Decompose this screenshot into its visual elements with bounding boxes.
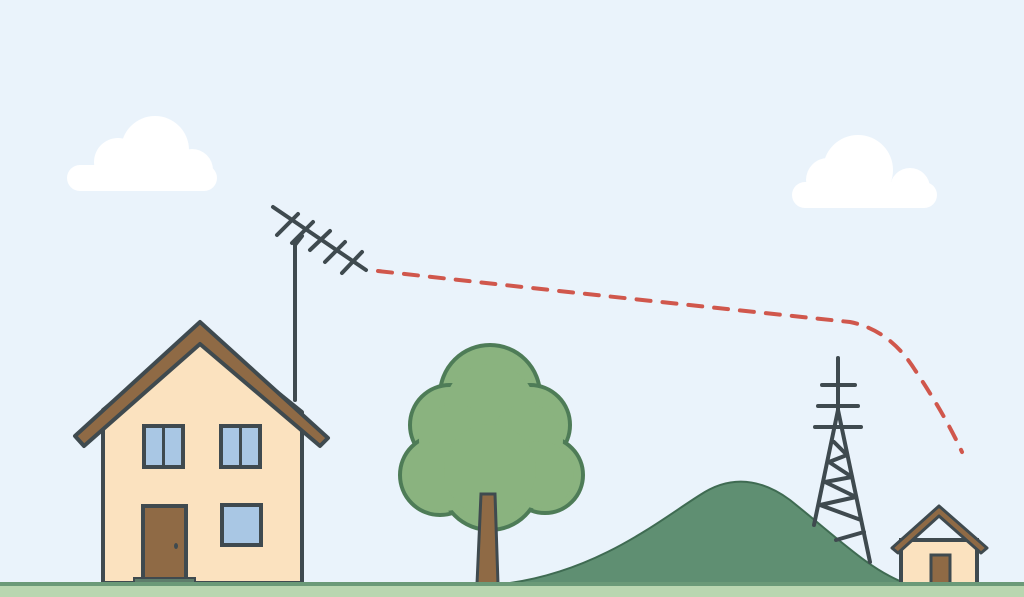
small-house — [890, 504, 989, 586]
main-house — [73, 320, 330, 585]
cloud-left — [67, 116, 217, 191]
front-door — [141, 504, 188, 582]
door-knob — [174, 543, 178, 549]
ground — [0, 585, 1024, 597]
signal-path — [376, 269, 964, 454]
tv-antenna — [271, 205, 368, 402]
window-upper-right — [219, 424, 262, 469]
window-lower-right — [220, 503, 263, 547]
tree — [398, 343, 585, 586]
tree-trunk — [475, 492, 500, 586]
hill — [509, 480, 906, 584]
cloud-right — [792, 135, 937, 208]
transmission-tower — [812, 356, 872, 564]
ground-line — [0, 582, 1024, 586]
small-house-door — [929, 553, 952, 586]
window-upper-left — [142, 424, 185, 469]
